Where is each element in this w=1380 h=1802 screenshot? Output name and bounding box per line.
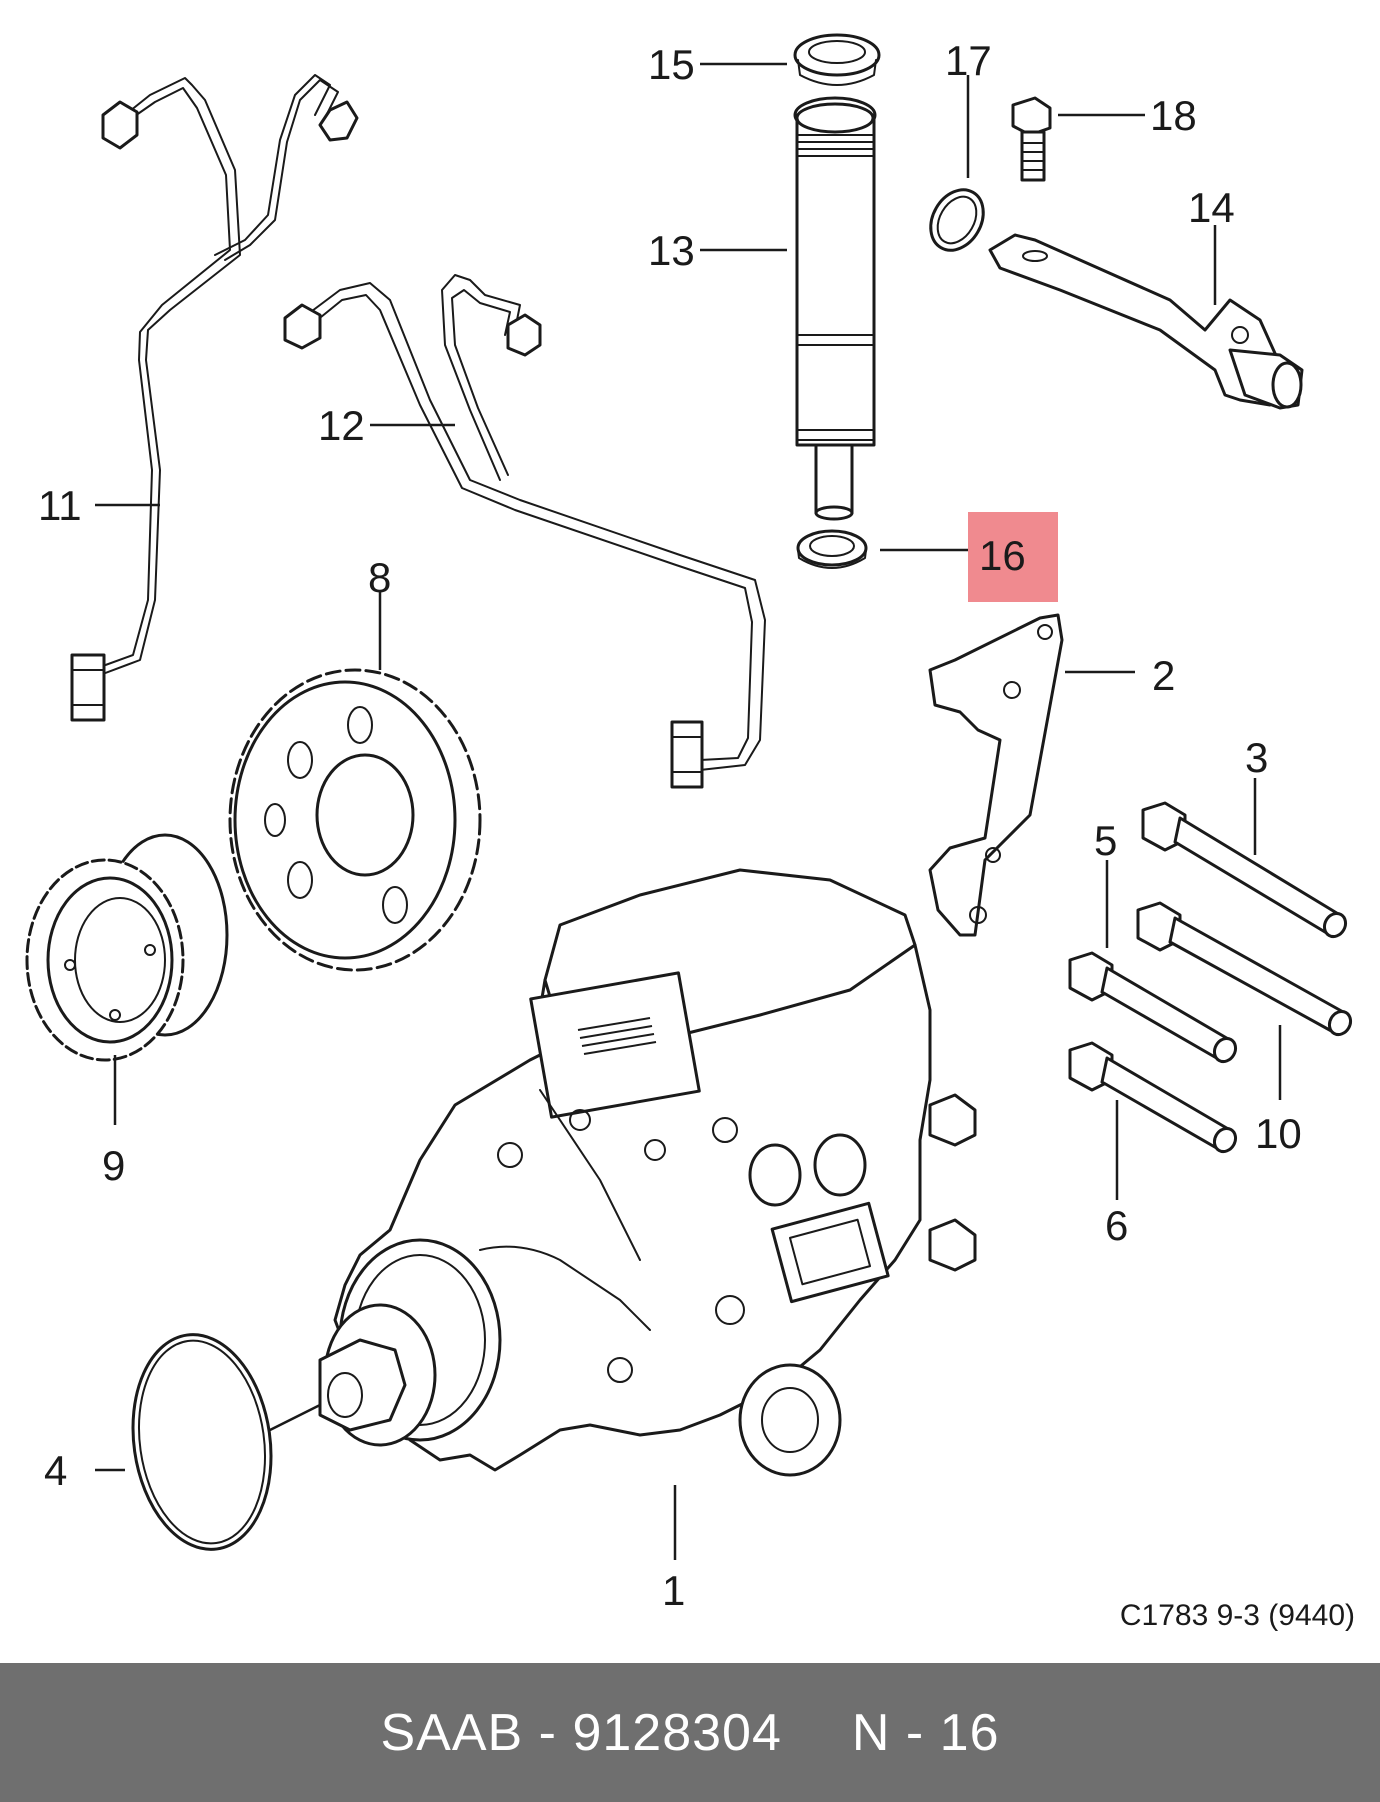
diagram-reference-code: C1783 9-3 (9440) xyxy=(1120,1599,1355,1632)
diagram-position: N - 16 xyxy=(851,1703,1000,1762)
bolt-10 xyxy=(1136,901,1353,1037)
callout-3: 3 xyxy=(1245,734,1268,781)
callout-12: 12 xyxy=(318,402,365,449)
seal-ring-16 xyxy=(796,529,868,569)
bracket-2 xyxy=(928,613,1064,937)
fuel-pipe-12 xyxy=(283,274,766,789)
brand-part-number: SAAB - 9128304 xyxy=(380,1703,782,1762)
callout-5: 5 xyxy=(1094,817,1117,864)
fuel-pipe-11 xyxy=(70,74,359,722)
clamp-14 xyxy=(988,233,1304,410)
callout-4: 4 xyxy=(44,1447,67,1494)
bolt-5 xyxy=(1068,951,1238,1064)
callout-17: 17 xyxy=(945,37,992,84)
seal-ring-15 xyxy=(793,33,881,86)
injection-pump-1 xyxy=(318,868,977,1477)
callout-14: 14 xyxy=(1188,184,1235,231)
callout-16-highlight xyxy=(968,512,1058,602)
callout-labels: 15 13 12 11 17 18 14 16 2 3 5 10 6 8 9 4… xyxy=(38,37,1355,1632)
o-ring-17 xyxy=(929,188,985,252)
callout-15: 15 xyxy=(648,41,695,88)
callout-18: 18 xyxy=(1150,92,1197,139)
callout-8: 8 xyxy=(368,554,391,601)
o-ring-4 xyxy=(131,1333,273,1551)
callout-10: 10 xyxy=(1255,1110,1302,1157)
sprocket-9 xyxy=(25,833,229,1062)
callout-11: 11 xyxy=(38,482,82,529)
bolt-18 xyxy=(1011,96,1052,182)
callout-9: 9 xyxy=(102,1142,125,1189)
bolt-6 xyxy=(1068,1041,1238,1154)
callout-13: 13 xyxy=(648,227,695,274)
callout-6: 6 xyxy=(1105,1202,1128,1249)
part-info-footer: SAAB - 9128304 N - 16 xyxy=(0,1663,1380,1802)
exploded-parts-diagram: 15 13 12 11 17 18 14 16 2 3 5 10 6 8 9 4… xyxy=(25,33,1355,1632)
injector-13 xyxy=(793,96,877,521)
callout-2: 2 xyxy=(1152,652,1175,699)
leader-lines xyxy=(95,62,1282,1560)
sprocket-8 xyxy=(228,668,482,972)
bolt-3 xyxy=(1141,801,1348,939)
callout-1: 1 xyxy=(662,1567,685,1614)
callout-16: 16 xyxy=(979,532,1026,579)
